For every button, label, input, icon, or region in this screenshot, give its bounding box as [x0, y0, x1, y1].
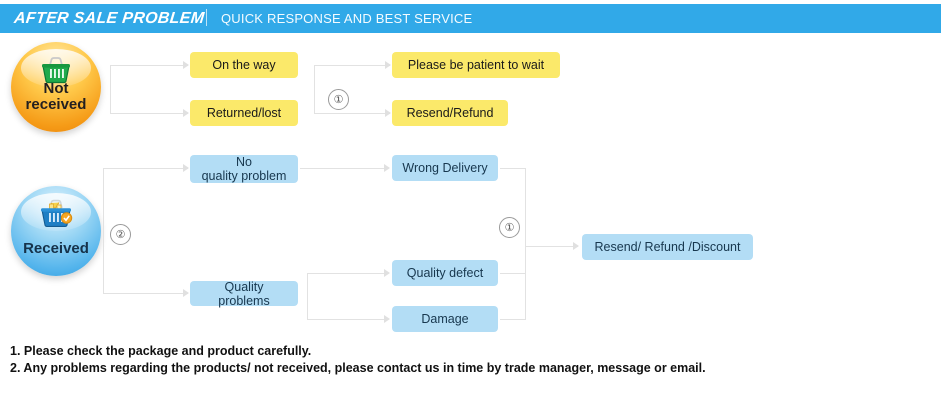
node-damage-label: Damage	[421, 312, 469, 326]
connector-damage-to-join	[500, 319, 526, 320]
node-quality-defect-label: Quality defect	[406, 266, 484, 280]
marker-branch2-one: ①	[499, 217, 520, 238]
node-quality-defect[interactable]: Quality defect	[392, 260, 498, 286]
arrow-branch1-to-ontheway	[183, 61, 189, 69]
connector-branch1-to-patient	[314, 65, 390, 66]
connector-branch1-to-returnedlost	[110, 113, 188, 114]
header-bar	[0, 4, 941, 33]
marker-branch1-one: ①	[328, 89, 349, 110]
note-line-2: 2. Any problems regarding the products/ …	[10, 361, 706, 375]
connector-defect-to-join	[500, 273, 526, 274]
badge-label-not-received: Not received	[26, 81, 87, 132]
connector-wrongdelivery-to-join	[500, 168, 526, 169]
badge-label-line1: Received	[23, 239, 89, 257]
connector-branch2-to-qualityproblems	[103, 293, 188, 294]
shopping-basket-filled-icon	[11, 195, 101, 235]
node-please-be-patient[interactable]: Please be patient to wait	[392, 52, 560, 78]
badge-received: Received	[11, 186, 101, 276]
arrow-branch1-to-resend	[385, 109, 391, 117]
node-resend-refund-discount-label: Resend/ Refund /Discount	[594, 240, 741, 254]
node-returned-lost[interactable]: Returned/lost	[190, 100, 298, 126]
arrow-branch1-to-patient	[385, 61, 391, 69]
arrow-qualityproblems-to-defect	[384, 269, 390, 277]
marker-branch2-two: ②	[110, 224, 131, 245]
badge-label-line2: received	[25, 95, 87, 113]
note-line-1: 1. Please check the package and product …	[10, 344, 312, 358]
connector-branch1-split-vertical	[110, 65, 111, 114]
node-wrong-delivery-label: Wrong Delivery	[402, 161, 488, 175]
connector-branch2-split-vertical	[103, 168, 104, 293]
arrow-branch2-to-qualityproblems	[183, 289, 189, 297]
arrow-qualityproblems-to-damage	[384, 315, 390, 323]
connector-qualityproblems-to-defect	[307, 273, 388, 274]
connector-branch1-to-ontheway	[110, 65, 188, 66]
node-quality-problems-label: Quality problems	[218, 279, 270, 308]
node-quality-problems[interactable]: Quality problems	[190, 279, 298, 308]
node-returned-lost-label: Returned/lost	[206, 106, 282, 120]
node-please-be-patient-label: Please be patient to wait	[407, 58, 545, 72]
node-no-quality-problem-line1: No	[236, 155, 252, 169]
node-damage[interactable]: Damage	[392, 306, 498, 332]
arrow-branch1-to-returnedlost	[183, 109, 189, 117]
node-wrong-delivery[interactable]: Wrong Delivery	[392, 155, 498, 181]
connector-join-to-outcome	[525, 246, 578, 247]
header-divider	[206, 9, 207, 26]
connector-qualityproblems-split-vertical	[307, 273, 308, 319]
node-on-the-way-label: On the way	[212, 58, 276, 72]
badge-not-received: Not received	[11, 42, 101, 132]
node-on-the-way[interactable]: On the way	[190, 52, 298, 78]
connector-branch2-join-vertical	[525, 168, 526, 319]
node-resend-refund-label: Resend/Refund	[406, 106, 494, 120]
shopping-basket-icon	[11, 51, 101, 91]
connector-branch1-join-vertical	[314, 65, 315, 114]
badge-label-received: Received	[23, 241, 89, 276]
header-subtitle: QUICK RESPONSE AND BEST SERVICE	[221, 11, 473, 26]
arrow-join-to-outcome	[573, 242, 579, 250]
node-no-quality-problem[interactable]: No quality problem	[190, 155, 298, 183]
node-resend-refund[interactable]: Resend/Refund	[392, 100, 508, 126]
page-title: AFTER SALE PROBLEM	[13, 10, 206, 27]
arrow-noquality-to-wrongdelivery	[384, 164, 390, 172]
connector-qualityproblems-to-damage	[307, 319, 388, 320]
connector-branch2-to-noquality	[103, 168, 188, 169]
node-resend-refund-discount[interactable]: Resend/ Refund /Discount	[582, 234, 753, 260]
arrow-branch2-to-noquality	[183, 164, 189, 172]
connector-branch1-to-resend	[314, 113, 390, 114]
connector-noquality-to-wrongdelivery	[300, 168, 388, 169]
node-no-quality-problem-line2: quality problem	[201, 169, 287, 183]
